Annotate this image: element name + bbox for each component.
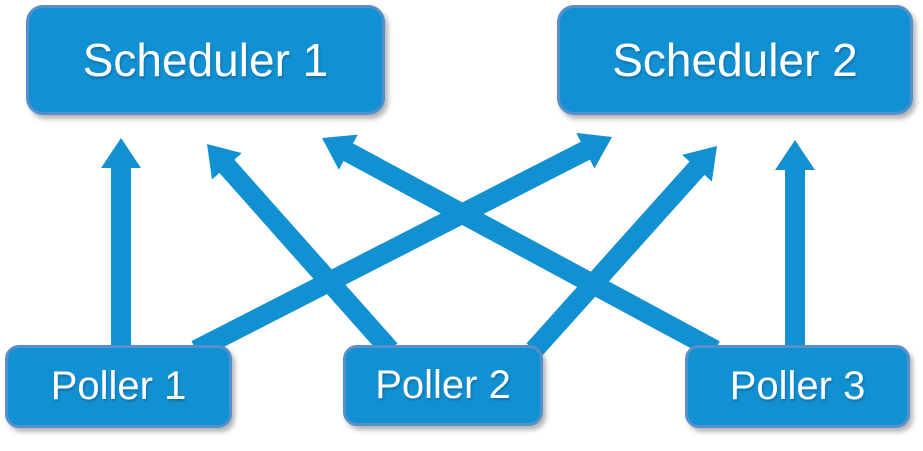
arrow-poller-1-to-scheduler-2 (191, 132, 613, 359)
node-scheduler-1: Scheduler 1 (26, 5, 385, 115)
node-poller-1: Poller 1 (5, 345, 232, 428)
node-poller-1-label: Poller 1 (50, 364, 187, 408)
node-poller-3: Poller 3 (685, 345, 910, 428)
node-scheduler-1-label: Scheduler 1 (82, 34, 329, 86)
node-scheduler-2-label: Scheduler 2 (612, 34, 858, 86)
node-poller-3-label: Poller 3 (729, 364, 866, 408)
node-scheduler-2: Scheduler 2 (557, 5, 913, 115)
node-poller-2-label: Poller 2 (375, 363, 511, 407)
arrow-poller-2-to-scheduler-2 (526, 145, 717, 357)
arrow-poller-2-to-scheduler-1 (207, 143, 398, 357)
node-poller-2: Poller 2 (343, 345, 543, 426)
arrow-poller-3-to-scheduler-1 (321, 134, 720, 359)
